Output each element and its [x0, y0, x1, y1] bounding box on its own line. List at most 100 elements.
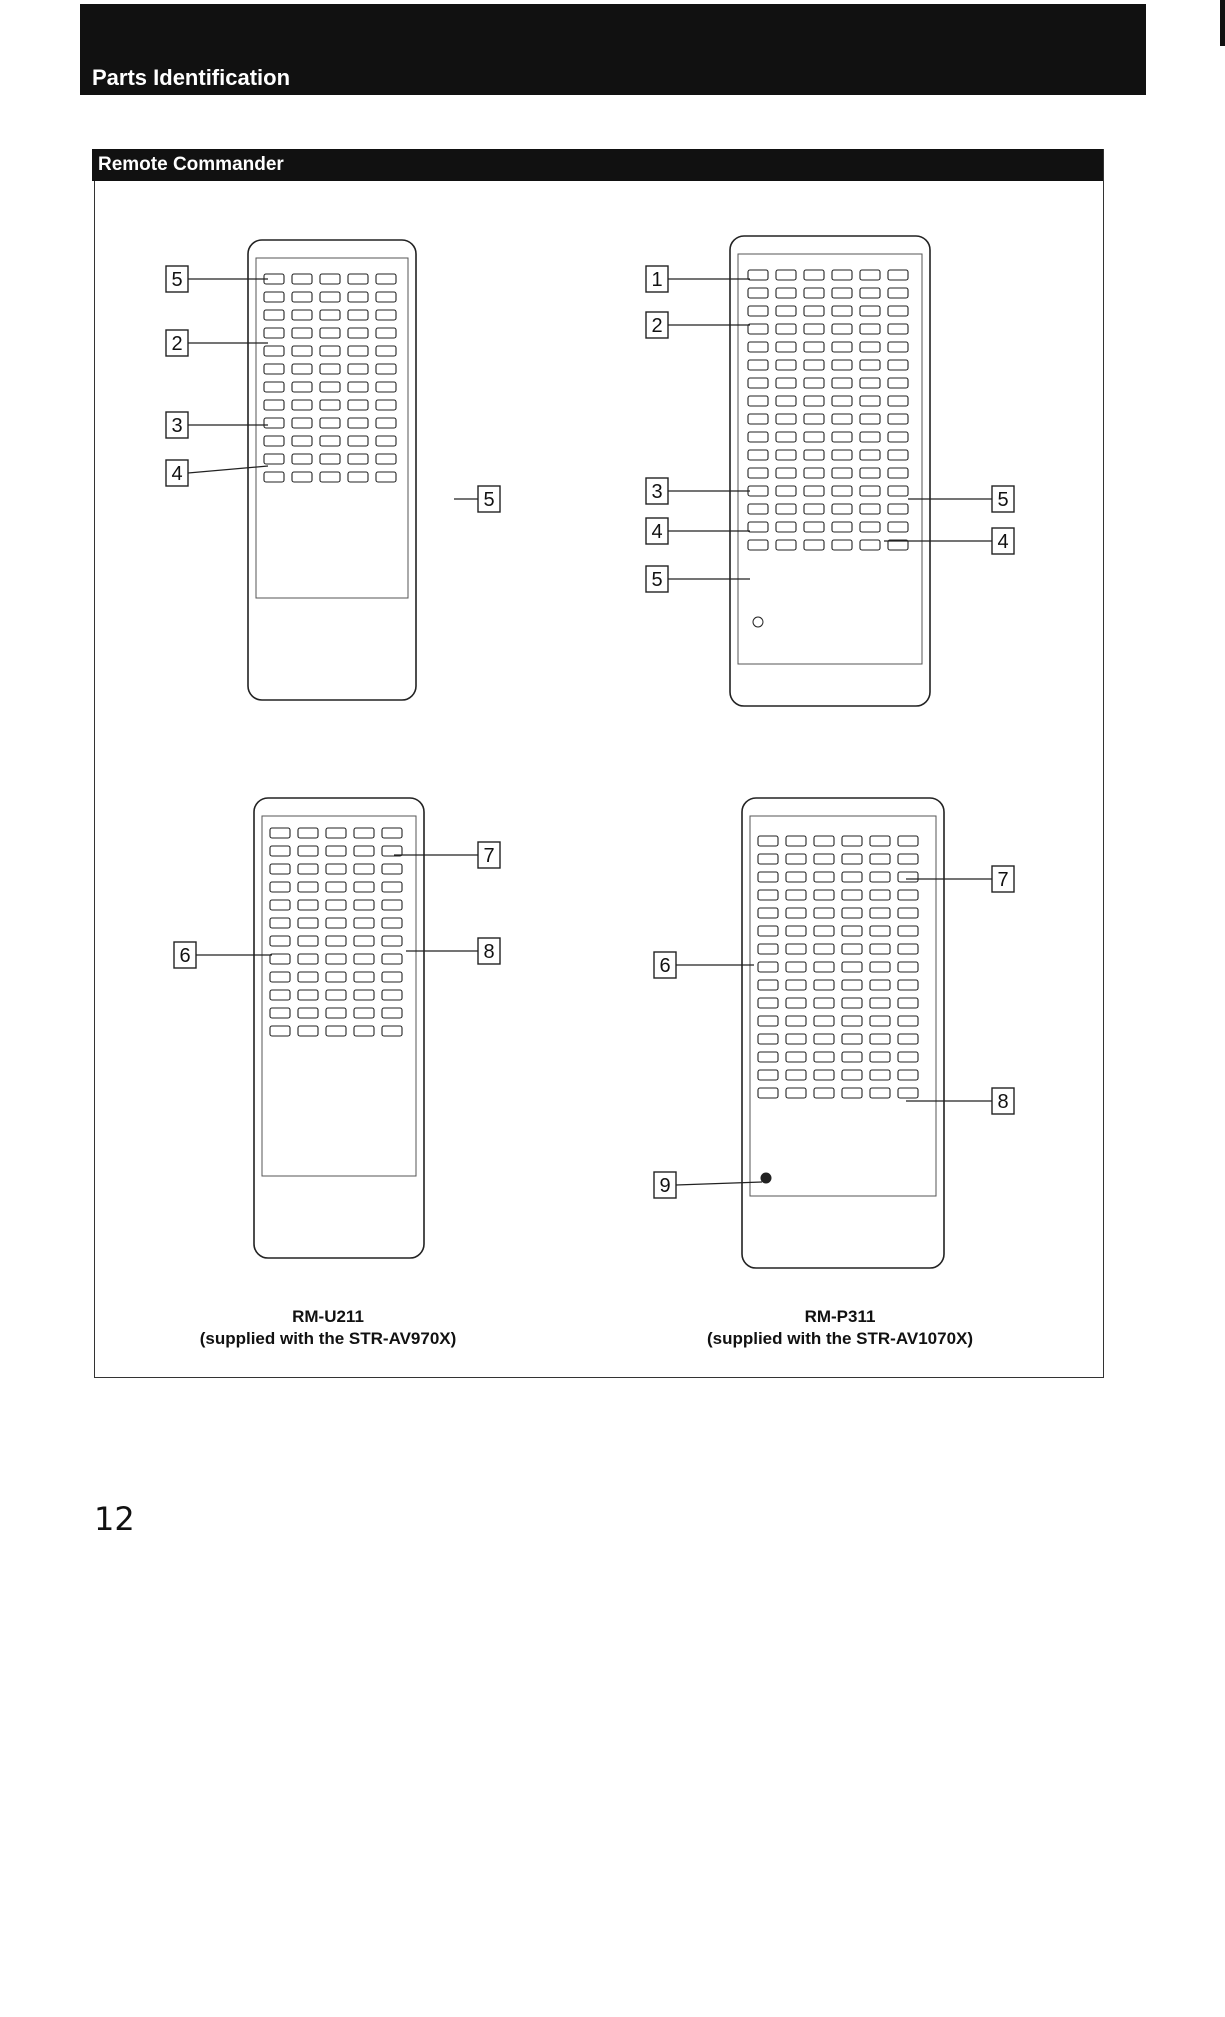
remote-button	[898, 836, 918, 846]
remote-button	[860, 486, 880, 496]
remote-button	[758, 1034, 778, 1044]
remote-button	[264, 382, 284, 392]
remote-button	[748, 414, 768, 424]
remote-button	[326, 936, 346, 946]
remote-button	[748, 486, 768, 496]
remote-button	[776, 504, 796, 514]
remote-button	[898, 908, 918, 918]
remote-button	[382, 918, 402, 928]
remote-button	[320, 346, 340, 356]
remote-button	[786, 908, 806, 918]
remote-button	[888, 342, 908, 352]
remote-button	[860, 324, 880, 334]
remote-button	[786, 944, 806, 954]
remote-button	[320, 292, 340, 302]
remote-button	[804, 342, 824, 352]
remote-button	[264, 472, 284, 482]
remote-body	[742, 798, 944, 1268]
indicator-lamp	[761, 1173, 771, 1183]
caption-supplied: (supplied with the STR-AV970X)	[148, 1328, 508, 1350]
remote-button	[376, 346, 396, 356]
remote-button	[348, 346, 368, 356]
remote-rm-u211-open	[254, 798, 424, 1258]
remote-button	[842, 872, 862, 882]
remote-button	[748, 468, 768, 478]
remote-button	[320, 310, 340, 320]
remote-button	[292, 328, 312, 338]
remote-button	[898, 1052, 918, 1062]
remote-button	[888, 270, 908, 280]
remote-button	[354, 864, 374, 874]
remote-button	[326, 918, 346, 928]
remote-button	[786, 1052, 806, 1062]
remote-button	[898, 1070, 918, 1080]
remote-button	[270, 1026, 290, 1036]
remote-button	[814, 980, 834, 990]
callout-number: 2	[171, 333, 182, 355]
remote-button	[842, 926, 862, 936]
remote-button	[348, 292, 368, 302]
remote-button	[758, 1052, 778, 1062]
remote-button	[348, 436, 368, 446]
remote-button	[748, 324, 768, 334]
remote-button	[748, 396, 768, 406]
remote-button	[842, 998, 862, 1008]
remote-button	[382, 990, 402, 1000]
remote-button	[292, 454, 312, 464]
remote-button	[776, 432, 796, 442]
remote-button	[264, 310, 284, 320]
remote-button	[320, 274, 340, 284]
remote-button	[786, 1088, 806, 1098]
remote-button	[376, 310, 396, 320]
remote-button	[376, 292, 396, 302]
remote-button	[298, 882, 318, 892]
remote-button	[870, 836, 890, 846]
remote-button	[786, 962, 806, 972]
remote-button	[354, 990, 374, 1000]
remote-button	[326, 1008, 346, 1018]
remote-button	[814, 836, 834, 846]
remote-button	[814, 944, 834, 954]
remote-button	[804, 432, 824, 442]
remote-button	[292, 418, 312, 428]
callout-number: 7	[997, 869, 1008, 891]
remote-button	[804, 450, 824, 460]
remote-button	[264, 328, 284, 338]
remote-button	[748, 342, 768, 352]
remote-button	[326, 954, 346, 964]
remote-button	[326, 990, 346, 1000]
remote-button	[326, 828, 346, 838]
remote-button	[888, 522, 908, 532]
remote-button	[898, 980, 918, 990]
remote-button	[832, 306, 852, 316]
remote-button	[270, 900, 290, 910]
remote-button	[264, 346, 284, 356]
remote-button	[832, 324, 852, 334]
page-number: 12	[94, 1500, 135, 1538]
remote-button	[832, 432, 852, 442]
remote-button	[814, 1088, 834, 1098]
remote-button	[898, 1034, 918, 1044]
remote-button	[348, 274, 368, 284]
remote-button	[354, 1026, 374, 1036]
remote-button	[758, 944, 778, 954]
remote-button	[842, 1016, 862, 1026]
remote-button	[842, 980, 862, 990]
remote-body	[248, 240, 416, 700]
remote-button	[748, 504, 768, 514]
remote-button	[348, 400, 368, 410]
remote-button	[888, 486, 908, 496]
remote-button	[270, 846, 290, 856]
remote-button	[354, 954, 374, 964]
remote-button	[326, 864, 346, 874]
remote-button	[376, 274, 396, 284]
remote-button	[870, 1052, 890, 1062]
caption-supplied: (supplied with the STR-AV1070X)	[660, 1328, 1020, 1350]
remote-button	[832, 522, 852, 532]
remote-button	[382, 972, 402, 982]
remote-button	[842, 1034, 862, 1044]
remote-button	[354, 972, 374, 982]
remote-diagrams: 5234512345547687689	[94, 182, 1102, 1332]
remote-button	[348, 418, 368, 428]
remote-button	[888, 288, 908, 298]
